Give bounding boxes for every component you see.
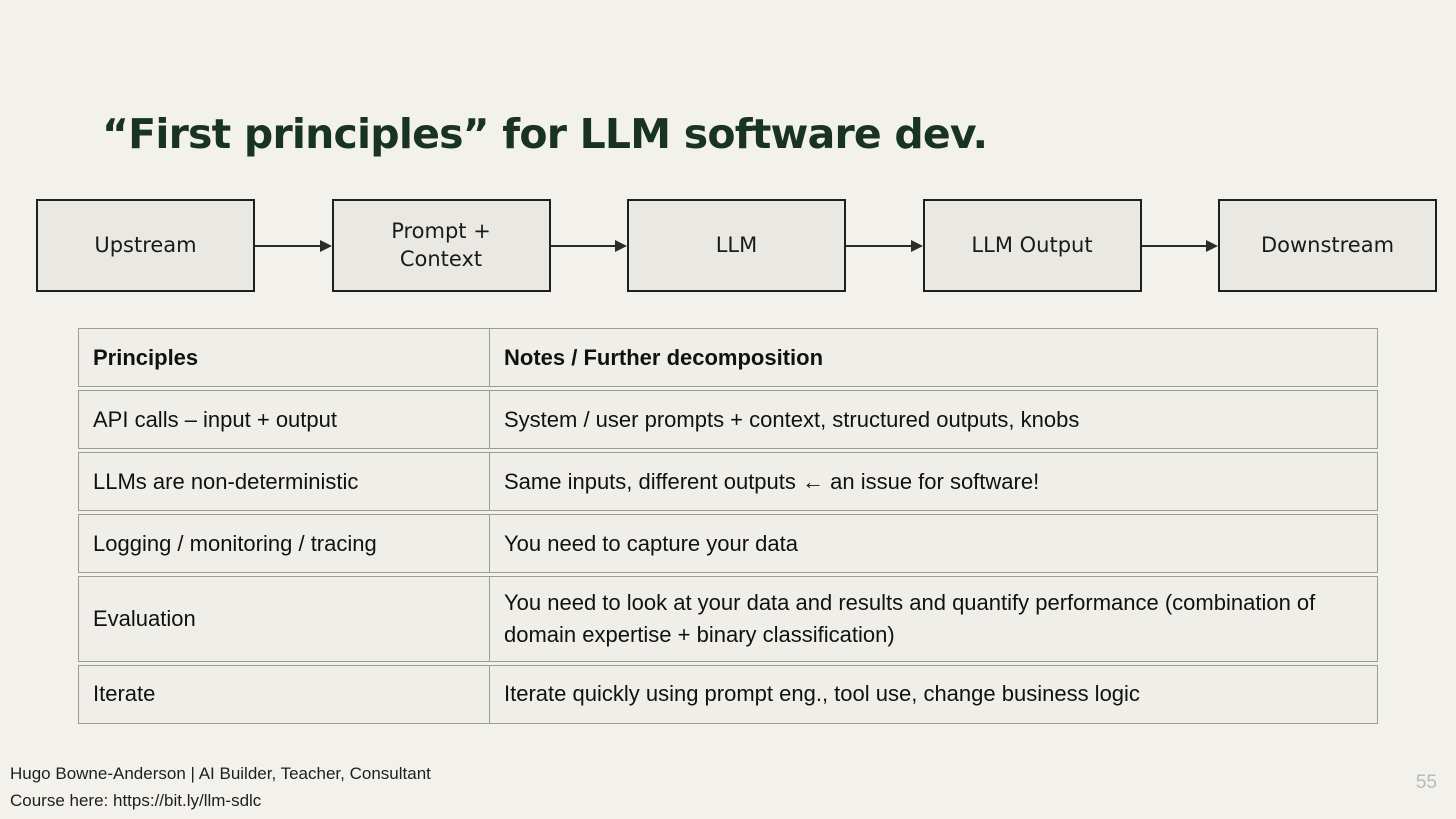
flow-diagram: Upstream Prompt + Context LLM LLM Output — [36, 199, 1437, 292]
cell-principle: Evaluation — [79, 577, 490, 661]
flow-box-llm-output: LLM Output — [922, 199, 1142, 292]
table-row: Evaluation You need to look at your data… — [78, 576, 1378, 662]
cell-notes: You need to capture your data — [504, 530, 798, 556]
arrow-head-icon — [1206, 239, 1218, 252]
cell-notes: Same inputs, different outputs ← an issu… — [504, 468, 1040, 494]
flow-box-label: LLM — [715, 232, 758, 257]
footer: Hugo Bowne-Anderson | AI Builder, Teache… — [10, 760, 431, 814]
flow-box-upstream: Upstream — [36, 199, 255, 292]
page-number: 55 — [1415, 772, 1437, 793]
cell-notes: You need to look at your data and result… — [504, 590, 1316, 647]
slide-title: “First principles” for LLM software dev. — [102, 110, 988, 158]
flow-box-prompt-context: Prompt + Context — [331, 199, 551, 292]
flow-box-downstream: Downstream — [1218, 199, 1437, 292]
table-row: API calls – input + output System / user… — [78, 390, 1378, 449]
cell-principle: Logging / monitoring / tracing — [79, 515, 490, 572]
flow-box-label: Prompt + Context — [391, 219, 491, 271]
header-cell-notes: Notes / Further decomposition — [504, 344, 824, 370]
arrow-right-icon — [1141, 199, 1218, 292]
arrow-head-icon — [615, 239, 627, 252]
cell-principle: API calls – input + output — [79, 391, 490, 448]
footer-course-link: Course here: https://bit.ly/llm-sdlc — [10, 790, 262, 810]
footer-author: Hugo Bowne-Anderson | AI Builder, Teache… — [10, 763, 431, 783]
principles-table: Principles Notes / Further decomposition… — [78, 328, 1378, 724]
flow-box-label: Upstream — [94, 232, 197, 257]
header-cell-principles: Principles — [79, 329, 490, 386]
arrow-right-icon — [255, 199, 332, 292]
arrow-line — [1141, 244, 1207, 247]
flow-box-llm: LLM — [627, 199, 846, 292]
table-header-row: Principles Notes / Further decomposition — [78, 328, 1378, 387]
flow-box-label: Downstream — [1260, 232, 1395, 257]
arrow-head-icon — [319, 239, 332, 252]
arrow-right-icon — [846, 199, 923, 292]
arrow-line — [550, 244, 616, 247]
cell-principle: Iterate — [79, 665, 490, 723]
table-row: LLMs are non-deterministic Same inputs, … — [78, 452, 1378, 511]
arrow-line — [255, 244, 321, 247]
cell-principle: LLMs are non-deterministic — [79, 453, 490, 510]
flow-box-label: LLM Output — [971, 232, 1093, 257]
table-row: Logging / monitoring / tracing You need … — [78, 514, 1378, 573]
cell-notes: System / user prompts + context, structu… — [504, 406, 1080, 432]
table-row: Iterate Iterate quickly using prompt eng… — [78, 664, 1378, 724]
arrow-right-icon — [550, 199, 627, 292]
cell-notes: Iterate quickly using prompt eng., tool … — [504, 681, 1140, 707]
arrow-head-icon — [910, 239, 923, 252]
arrow-line — [846, 244, 912, 247]
